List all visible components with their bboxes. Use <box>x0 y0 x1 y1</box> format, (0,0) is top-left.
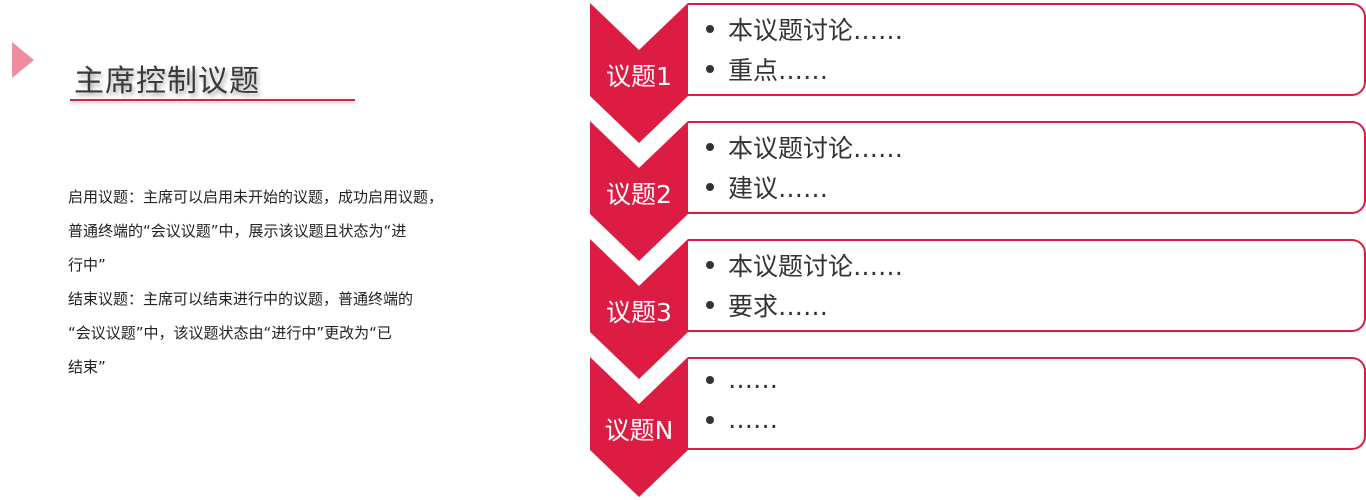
bullet-icon <box>706 301 714 309</box>
bullet-item: …… <box>706 365 778 394</box>
description-line: 普通终端的“会议议题”中，展示该议题且状态为“进 <box>68 222 407 240</box>
bullet-icon <box>706 415 714 424</box>
bullet-text: 要求…… <box>728 292 829 321</box>
topic-box: 本议题讨论…… 重点…… <box>688 3 1366 96</box>
topic-2: 议题2 本议题讨论…… 建议…… <box>590 121 1366 261</box>
topic-1: 议题1 本议题讨论…… 重点…… <box>590 3 1366 143</box>
bullet-item: 要求…… <box>706 287 828 323</box>
description: 启用议题：主席可以启用未开始的议题，成功启用议题， 普通终端的“会议议题”中，展… <box>68 180 538 384</box>
bullet-text: 建议…… <box>728 174 829 203</box>
topic-3: 议题3 本议题讨论…… 要求…… <box>590 239 1366 379</box>
bullet-item: 本议题讨论…… <box>706 247 903 283</box>
description-line: 启用议题：主席可以启用未开始的议题，成功启用议题， <box>68 188 444 206</box>
topic-4: 议题N …… …… <box>590 357 1366 497</box>
description-line: 结束议题：主席可以结束进行中的议题，普通终端的 <box>68 290 414 308</box>
bullet-text: …… <box>728 405 778 434</box>
topic-box: 本议题讨论…… 要求…… <box>688 239 1366 332</box>
chevron-icon <box>590 357 688 497</box>
title-underline <box>70 99 355 101</box>
topic-label: 议题2 <box>606 180 672 209</box>
bullet-item: 建议…… <box>706 169 828 205</box>
chevron-icon <box>590 239 688 379</box>
bullet-icon <box>706 183 714 191</box>
bullet-text: …… <box>728 365 778 394</box>
bullet-text: 本议题讨论…… <box>728 16 904 45</box>
topic-label: 议题1 <box>606 62 672 91</box>
bullet-icon <box>706 65 714 73</box>
description-line: 结束” <box>68 358 106 376</box>
description-line: 行中” <box>68 256 106 274</box>
topic-box: 本议题讨论…… 建议…… <box>688 121 1366 214</box>
bullet-text: 本议题讨论…… <box>728 134 904 163</box>
bullet-item: …… <box>706 405 778 434</box>
description-line: “会议议题”中，该议题状态由“进行中”更改为“已 <box>68 324 392 342</box>
bullet-icon <box>706 261 714 269</box>
arrow-decoration-icon <box>12 42 34 78</box>
chevron-icon <box>590 3 688 143</box>
bullet-icon <box>706 375 714 384</box>
topic-label: 议题N <box>604 416 674 445</box>
bullet-icon <box>706 25 714 33</box>
bullet-text: 重点…… <box>728 56 829 85</box>
topic-box: …… …… <box>688 357 1366 450</box>
topic-label: 议题3 <box>606 298 672 327</box>
page-title: 主席控制议题 <box>74 64 260 99</box>
bullet-item: 本议题讨论…… <box>706 11 903 47</box>
bullet-item: 本议题讨论…… <box>706 129 903 165</box>
chevron-icon <box>590 121 688 261</box>
bullet-text: 本议题讨论…… <box>728 252 904 281</box>
bullet-item: 重点…… <box>706 51 828 87</box>
bullet-icon <box>706 143 714 151</box>
